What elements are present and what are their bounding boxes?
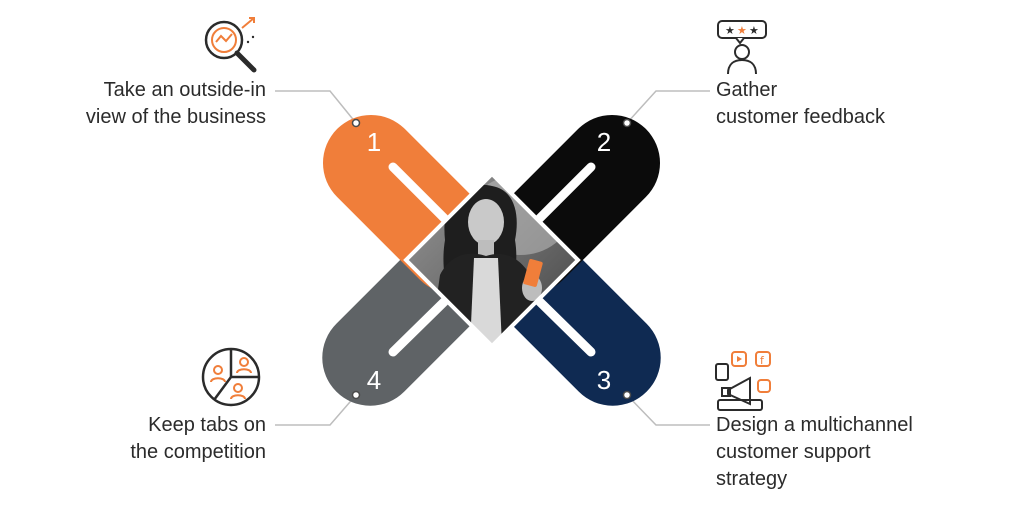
bar-2 <box>533 162 596 225</box>
step-label-4-line-1: Keep tabs on <box>148 414 266 436</box>
step-label-3-line-2: customer support <box>716 441 871 463</box>
connector-1 <box>275 90 357 124</box>
svg-text:★: ★ <box>725 24 735 37</box>
step-number-2: 2 <box>597 127 611 157</box>
step-number-1: 1 <box>367 127 381 157</box>
step-number-4: 4 <box>367 365 381 395</box>
step-label-4: Keep tabs on the competition <box>130 412 266 466</box>
svg-text:★: ★ <box>737 24 747 37</box>
step-label-3: Design a multichannel customer support s… <box>716 412 913 493</box>
connector-dot-2 <box>622 118 632 128</box>
magnifier-analysis-icon <box>204 17 257 73</box>
step-label-2-line-1: Gather <box>716 79 778 101</box>
competitors-pie-icon <box>201 347 261 407</box>
customer-rating-icon: ★ ★ ★ <box>717 20 767 75</box>
step-label-3-line-3: strategy <box>716 468 788 490</box>
connector-dot-4 <box>351 390 361 400</box>
bar-3 <box>533 295 596 357</box>
step-label-1: Take an outside-in view of the business <box>86 77 266 131</box>
step-number-3: 3 <box>597 365 611 395</box>
step-label-2-line-2: customer feedback <box>716 106 885 128</box>
svg-text:f: f <box>760 354 765 367</box>
step-label-3-line-1: Design a multichannel <box>716 414 913 436</box>
connector-3 <box>626 394 710 426</box>
step-label-4-line-2: the competition <box>130 441 266 463</box>
step-label-2: Gather customer feedback <box>716 77 885 131</box>
step-label-1-line-2: view of the business <box>85 106 266 128</box>
connector-dot-1 <box>351 118 361 128</box>
bar-4 <box>388 295 451 357</box>
megaphone-channels-icon: f <box>715 351 771 411</box>
connectors <box>275 90 710 426</box>
bar-1 <box>388 162 451 225</box>
svg-text:★: ★ <box>749 24 759 37</box>
connector-dot-3 <box>622 390 632 400</box>
connector-2 <box>626 90 710 124</box>
step-label-1-line-1: Take an outside-in <box>103 79 266 101</box>
connector-4 <box>275 394 357 426</box>
